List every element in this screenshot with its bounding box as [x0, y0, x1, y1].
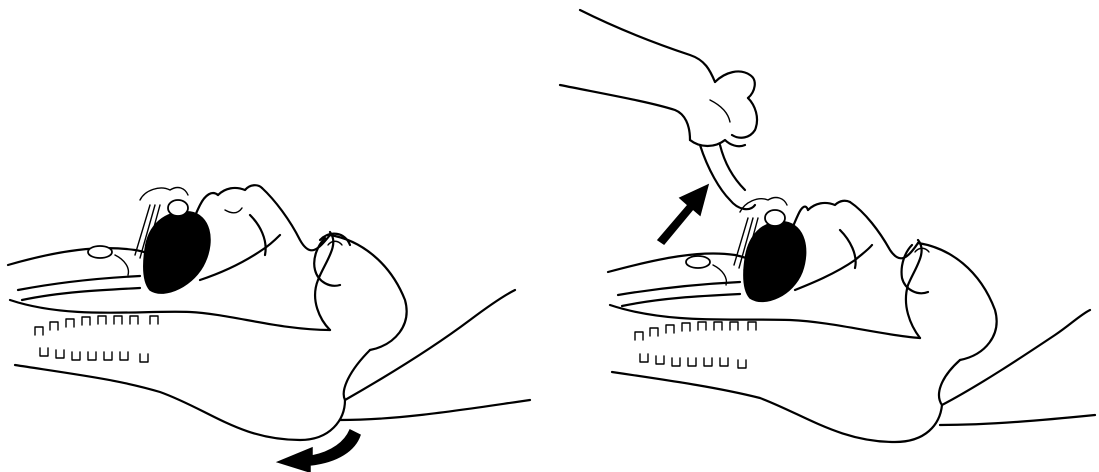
- hand-at-chin: [900, 243, 930, 295]
- head-profile: [606, 196, 1097, 444]
- rescuer-hand: [558, 8, 759, 211]
- jaw-thrust-panel: [558, 8, 1097, 444]
- head-profile: [6, 184, 532, 442]
- arrow-down-left-icon: [275, 428, 361, 472]
- hand-at-chin: [313, 236, 343, 287]
- arrow-up-right-icon: [656, 183, 710, 245]
- vertebrae-upper: [34, 315, 159, 336]
- vertebrae-upper: [634, 321, 757, 341]
- vertebrae-lower: [39, 347, 149, 363]
- vertebrae-lower: [639, 353, 747, 369]
- head-tilt-panel: [6, 184, 532, 472]
